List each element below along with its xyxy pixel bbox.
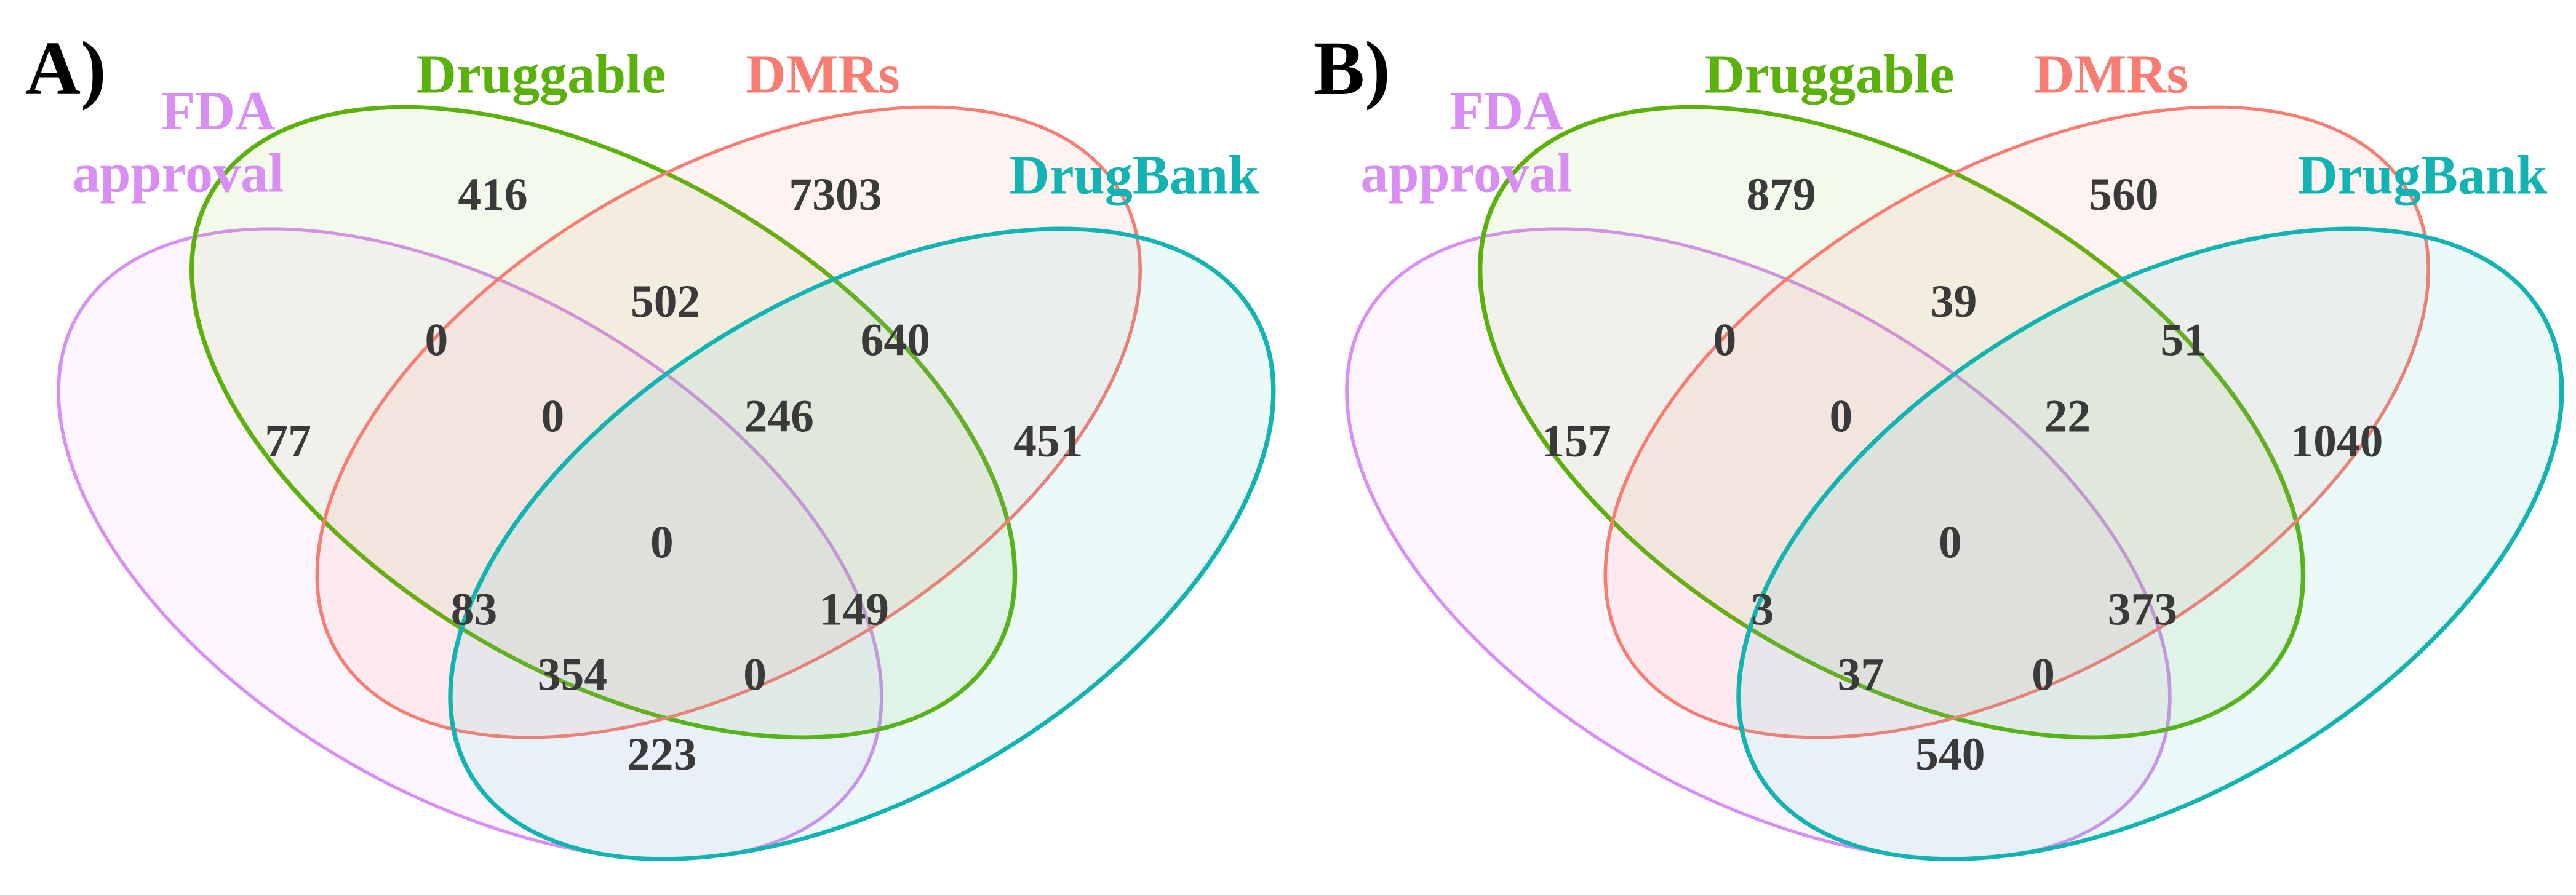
venn-panel-a: A) FDA approval Druggable DMRs DrugBank … [25,26,1276,861]
count-fda-druggable-drugbank: 0 [743,649,767,700]
set-label-drugbank: DrugBank [2297,145,2547,206]
count-fda-druggable: 0 [1713,315,1736,366]
venn-ellipse-drugbank [448,226,1276,861]
count-fda-druggable-drugbank: 0 [2032,649,2055,700]
count-fda-dmrs: 83 [451,584,498,635]
count-druggable-dmrs-drugbank: 246 [744,391,814,442]
set-label-dmrs: DMRs [2034,44,2188,105]
count-dmrs-only: 7303 [789,169,882,220]
count-fda-dmrs-drugbank: 354 [538,649,607,700]
venn-ellipse-fda [57,227,883,861]
count-all-four: 0 [650,517,674,568]
count-druggable-only: 879 [1746,169,1816,220]
count-drugbank-only: 451 [1013,416,1083,467]
set-label-fda-line2: approval [72,143,284,204]
panel-b: B) FDA approval Druggable DMRs DrugBank … [1288,0,2576,895]
panel-letter: B) [1313,26,1390,111]
count-druggable-drugbank: 149 [819,584,889,635]
count-fda-only: 77 [265,416,311,467]
panel-letter: A) [25,26,106,111]
count-druggable-only: 416 [458,169,527,220]
count-fda-only: 157 [1541,416,1611,467]
venn-ellipse-fda [1344,227,2172,861]
count-drugbank-only: 1040 [2290,416,2383,467]
count-druggable-dmrs: 39 [1930,276,1977,327]
count-druggable-drugbank: 373 [2107,584,2177,635]
set-label-fda-line1: FDA [161,81,275,141]
count-all-four: 0 [1938,517,1961,568]
panel-a: A) FDA approval Druggable DMRs DrugBank … [25,26,1276,861]
count-druggable-dmrs: 502 [631,276,700,327]
venn-ellipse-dmrs [1603,105,2430,739]
venn-ellipse-druggable [1477,105,2305,740]
count-druggable-dmrs-drugbank: 22 [2044,391,2091,442]
count-fda-drugbank: 540 [1915,729,1985,780]
count-fda-dmrs: 3 [1750,584,1774,635]
venn-ellipse-druggable [189,105,1018,740]
set-label-fda-line1: FDA [1449,81,1563,141]
set-label-dmrs: DMRs [746,44,899,105]
count-dmrs-drugbank: 640 [861,315,930,366]
venn-ellipse-dmrs [315,105,1142,739]
count-dmrs-only: 560 [2089,169,2158,220]
count-fda-druggable-dmrs: 0 [541,391,565,442]
set-label-drugbank: DrugBank [1010,145,1259,206]
set-label-druggable: Druggable [1704,44,1954,105]
count-fda-drugbank: 223 [627,729,696,780]
venn-panel-b: B) FDA approval Druggable DMRs DrugBank … [1313,26,2564,861]
count-fda-dmrs-drugbank: 37 [1837,649,1884,700]
count-fda-druggable: 0 [425,315,449,366]
count-dmrs-drugbank: 51 [2160,315,2207,366]
set-label-druggable: Druggable [417,44,666,105]
venn-ellipse-drugbank [1736,226,2564,861]
count-fda-druggable-dmrs: 0 [1829,391,1852,442]
set-label-fda-line2: approval [1360,143,1572,204]
